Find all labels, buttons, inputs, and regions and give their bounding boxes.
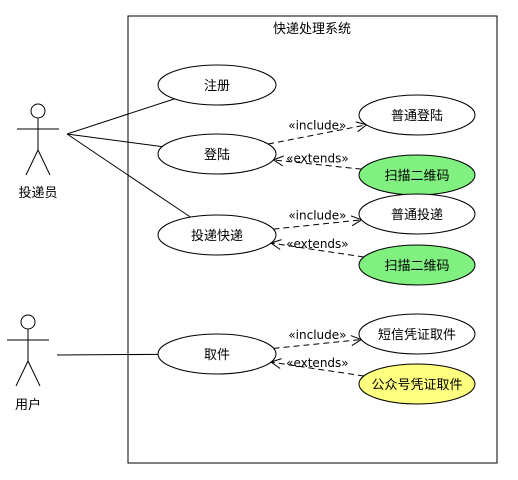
association-line — [66, 98, 175, 135]
extends-label: «extends» — [286, 356, 349, 370]
include-arrow — [268, 125, 366, 145]
system-title: 快递处理系统 — [273, 22, 351, 37]
extends-label: «extends» — [286, 237, 349, 251]
use-case-normal-deliver[interactable]: 普通投递 — [358, 193, 476, 235]
include-arrow — [273, 340, 362, 349]
extends-arrow — [273, 160, 362, 170]
association-line — [66, 133, 191, 218]
use-case-scan-login[interactable]: 扫描二维码 — [358, 154, 476, 196]
association-lines — [56, 98, 191, 356]
actor-courier[interactable]: 投递员 — [17, 103, 59, 201]
relation-arrows — [268, 125, 366, 377]
use-case-label: 扫描二维码 — [384, 169, 449, 184]
actor-user[interactable]: 用户 — [7, 314, 49, 413]
include-label: «include» — [288, 118, 346, 132]
extends-arrow — [271, 243, 364, 258]
use-case-label: 短信凭证取件 — [378, 328, 456, 343]
include-label: «include» — [288, 328, 346, 342]
use-case-sms-pickup[interactable]: 短信凭证取件 — [358, 313, 476, 355]
use-case-login[interactable]: 登陆 — [157, 133, 277, 175]
association-line — [66, 133, 163, 148]
actor-label: 用户 — [15, 397, 41, 413]
use-case-wechat-pickup[interactable]: 公众号凭证取件 — [358, 363, 476, 405]
use-case-label: 普通登陆 — [391, 108, 443, 124]
actor-label: 投递员 — [18, 185, 57, 201]
extends-label: «extends» — [286, 152, 349, 166]
use-case-register[interactable]: 注册 — [157, 64, 277, 106]
use-case-label: 扫描二维码 — [384, 259, 449, 274]
use-case-label: 投递快递 — [191, 228, 243, 244]
use-case-deliver[interactable]: 投递快递 — [157, 214, 277, 256]
stereotype-labels: «include» «extends» «include» «extends» «inc… — [286, 118, 349, 370]
use-case-normal-login[interactable]: 普通登陆 — [358, 94, 476, 136]
stick-figure-icon — [7, 314, 49, 387]
use-case-pickup[interactable]: 取件 — [157, 333, 277, 375]
use-case-scan-deliver[interactable]: 扫描二维码 — [358, 244, 476, 286]
include-arrow — [273, 220, 361, 230]
stick-figure-icon — [17, 103, 59, 176]
association-line — [56, 353, 159, 356]
include-label: «include» — [288, 208, 346, 222]
use-case-label: 取件 — [204, 348, 230, 363]
use-case-label: 普通投递 — [391, 207, 443, 223]
use-case-label: 登陆 — [204, 147, 230, 163]
use-case-label: 公众号凭证取件 — [371, 378, 462, 393]
use-case-label: 注册 — [204, 79, 230, 94]
extends-arrow — [271, 362, 364, 377]
